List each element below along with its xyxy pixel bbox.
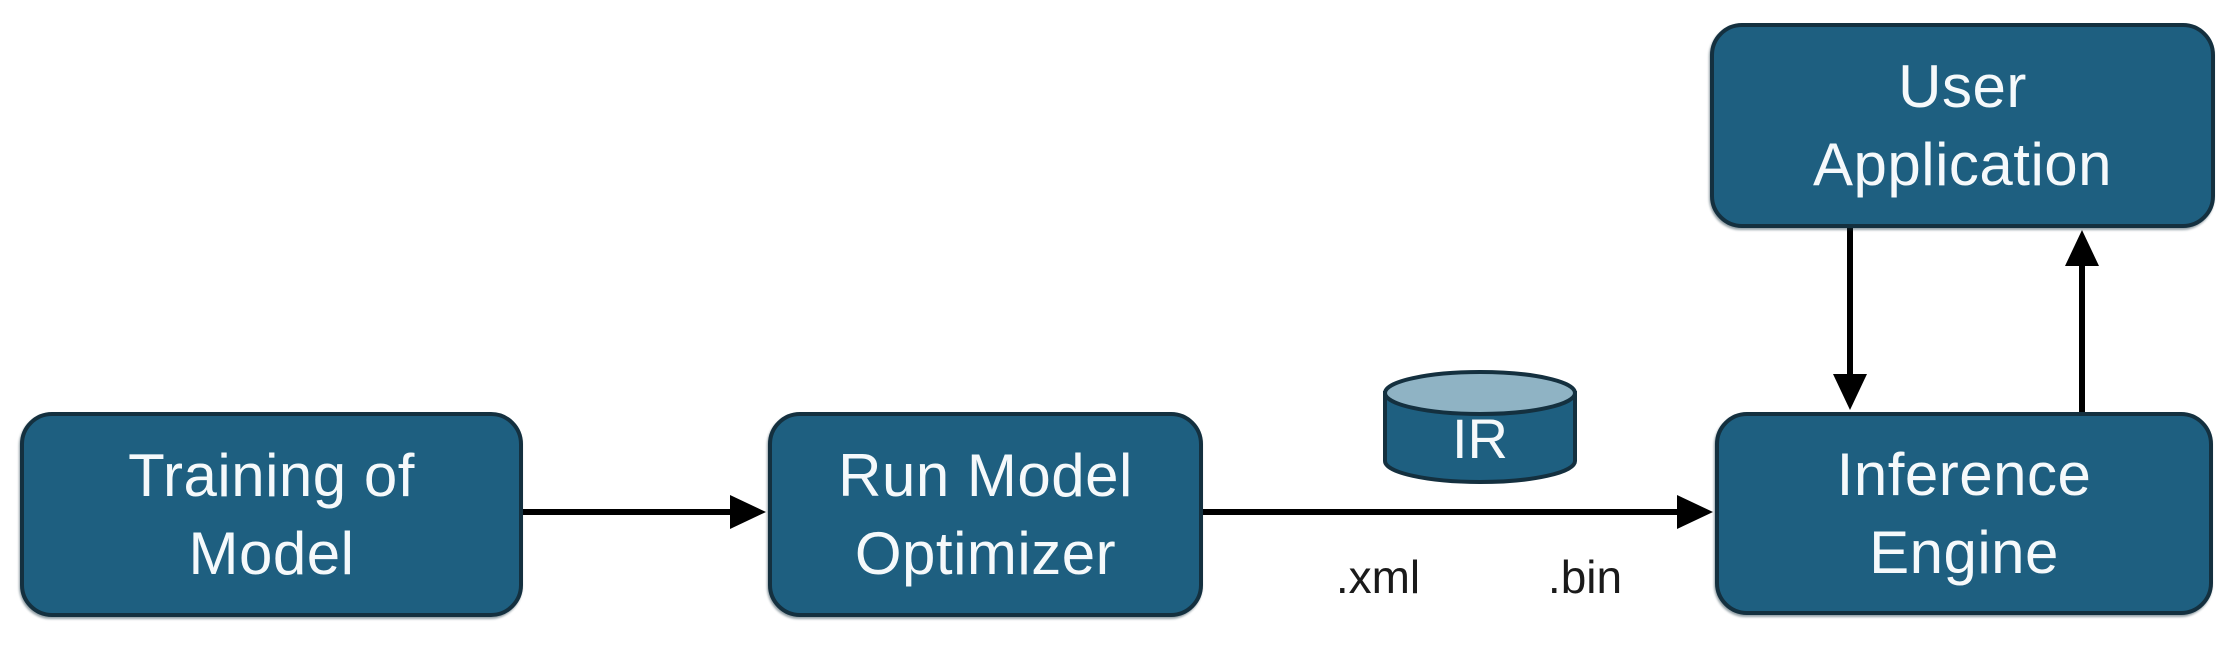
node-optimizer-label: Run Model Optimizer xyxy=(838,441,1133,587)
arrow-training-to-optimizer-head xyxy=(730,495,766,529)
xml-file-label: .xml xyxy=(1335,551,1421,603)
node-user-application: User Application xyxy=(1710,23,2215,228)
database-cylinder-icon xyxy=(1383,370,1577,484)
node-inference-engine: Inference Engine xyxy=(1715,412,2213,615)
ir-datastore: IR xyxy=(1382,369,1578,485)
arrow-optimizer-to-inference-head xyxy=(1677,495,1713,529)
cylinder-body xyxy=(1383,391,1577,484)
ir-label: IR xyxy=(1452,406,1508,470)
node-training-label: Training of Model xyxy=(128,441,415,587)
arrow-inference-to-userapp-head xyxy=(2065,230,2099,266)
arrow-userapp-to-inference-head xyxy=(1833,374,1867,410)
cylinder-top xyxy=(1383,370,1577,416)
bin-file-label: .bin xyxy=(1547,551,1623,603)
node-inference-label: Inference Engine xyxy=(1836,440,2092,586)
node-run-model-optimizer: Run Model Optimizer xyxy=(768,412,1203,617)
node-userapp-label: User Application xyxy=(1812,52,2113,198)
node-training-of-model: Training of Model xyxy=(20,412,523,617)
